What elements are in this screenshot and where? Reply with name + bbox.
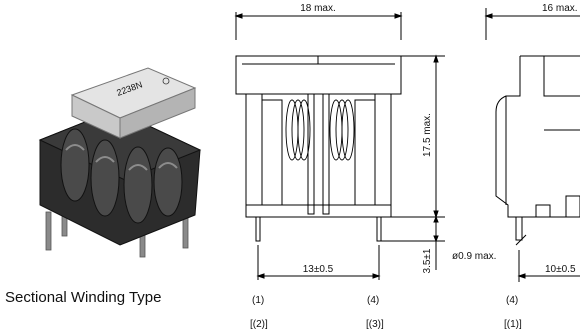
front-view-drawing <box>234 12 445 280</box>
front-pin-right-label: (4) <box>367 295 379 306</box>
side-view-drawing <box>484 8 580 282</box>
front-pin-spacing-dimension: 13±0.5 <box>303 264 334 275</box>
side-pin-spacing-dimension: 10±0.5 <box>545 264 576 275</box>
side-pin-label: (4) <box>506 295 518 306</box>
figure-caption: Sectional Winding Type <box>5 289 162 306</box>
pin-length-dimension: 3.5±1 <box>422 248 433 273</box>
front-height-dimension: 17.5 max. <box>422 113 433 157</box>
side-width-dimension: 16 max. <box>542 3 578 14</box>
side-pin-alt-label: [(1)] <box>504 319 522 330</box>
front-pin-left-alt-label: [(2)] <box>250 319 268 330</box>
front-pin-left-label: (1) <box>252 295 264 306</box>
pin-diameter-dimension: ø0.9 max. <box>452 251 496 262</box>
polarity-mark-icon <box>162 77 170 85</box>
front-width-dimension: 18 max. <box>300 3 336 14</box>
component-photo: 2238N <box>38 67 202 258</box>
front-pin-right-alt-label: [(3)] <box>366 319 384 330</box>
